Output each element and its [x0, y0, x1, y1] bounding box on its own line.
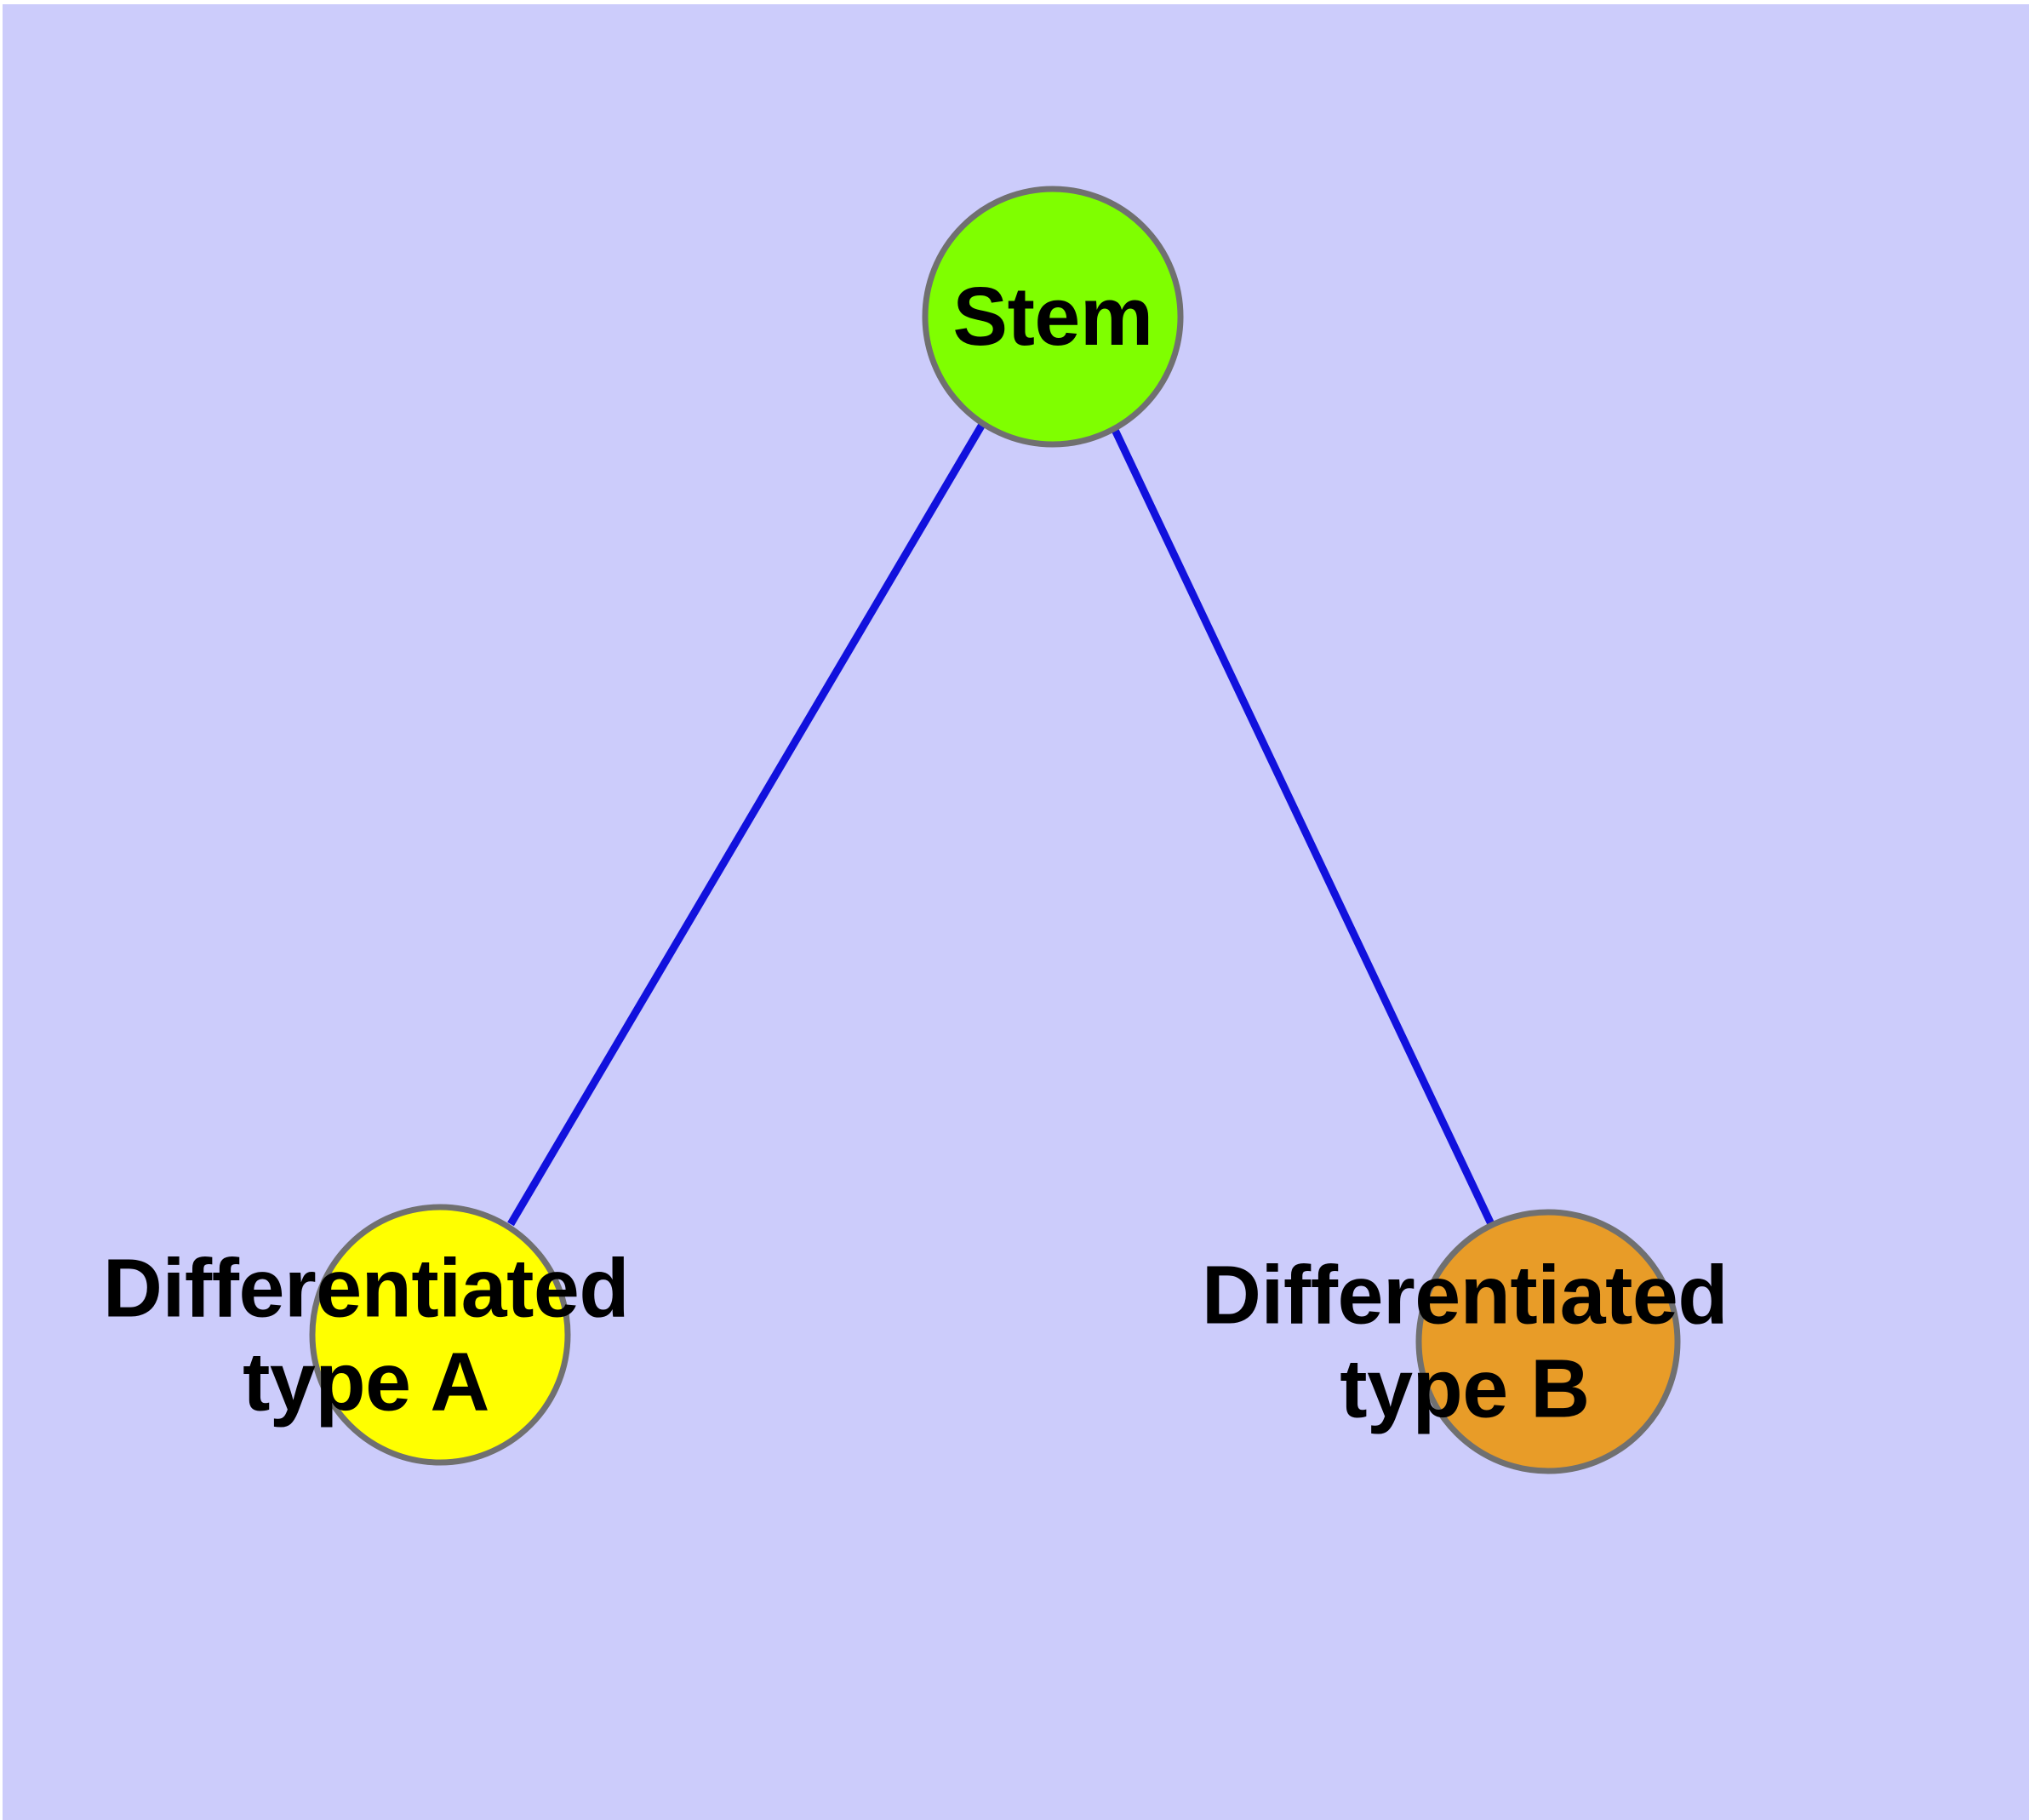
edge-stem-to-diff-b — [1111, 428, 1496, 1228]
node-layer — [309, 186, 1681, 1474]
edge-stem-to-diff-a — [507, 421, 986, 1227]
node-diff-a-circle[interactable] — [309, 1204, 571, 1466]
node-diff-b-circle[interactable] — [1415, 1209, 1681, 1474]
node-stem-circle[interactable] — [922, 186, 1184, 448]
edge-layer — [507, 421, 1496, 1228]
